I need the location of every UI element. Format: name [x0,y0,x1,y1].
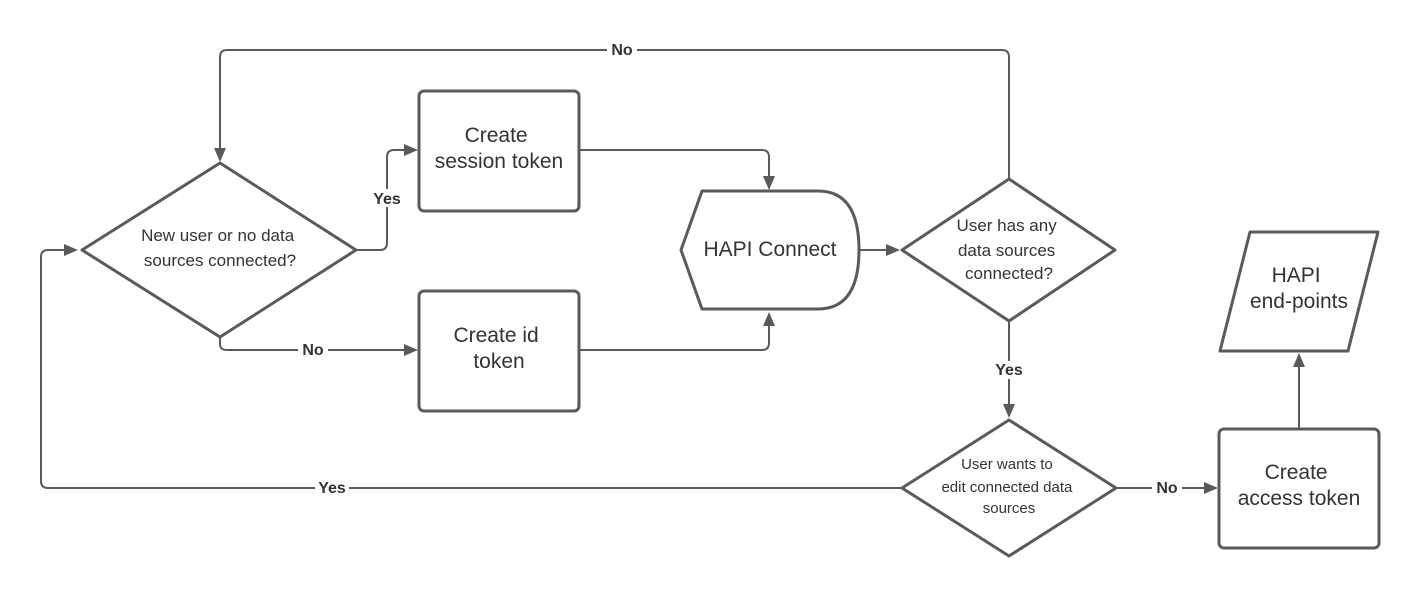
process-create-access-token: Create access token [1217,427,1381,550]
edge-label-edit-sources-no-text: No [1156,480,1178,497]
svg-text:HAPI end-points: HAPI end-points [1250,264,1348,313]
edge-label-edit-sources-no: No [1152,479,1182,497]
edge-hapi-to-has-sources-arrowhead [886,244,900,256]
decision-has-sources: User has any data sources connected? [900,177,1117,323]
edge-new-user-no-arrowhead [404,344,418,356]
hapi-endpoints-line-1: HAPI [1272,264,1321,287]
edge-access-to-endpoints-arrowhead [1293,353,1305,367]
decision-edit-sources-line-1: User wants to [961,456,1053,473]
decision-has-sources-line-1: User has any [957,216,1058,235]
create-access-token-line-1: Create [1265,461,1328,484]
svg-text:Create id token: Create id token [453,324,544,373]
edge-label-edit-sources-yes-text: Yes [318,480,346,497]
svg-text:Create access token: Create access token [1238,461,1361,510]
decision-new-user: New user or no data sources connected? [80,161,358,339]
edge-id-to-hapi [579,324,770,351]
edge-label-has-sources-yes-text: Yes [995,362,1023,379]
edge-has-sources-yes-arrowhead [1003,404,1015,418]
edge-edit-sources-yes-arrowhead [64,244,78,256]
display-hapi-connect: HAPI Connect [679,189,861,311]
process-create-id-token: Create id token [417,289,581,413]
decision-edit-sources-line-3: sources [983,500,1036,517]
data-hapi-endpoints: HAPI end-points [1218,230,1380,353]
edge-label-has-sources-no: No [607,41,637,59]
create-id-token-line-2: token [473,350,524,373]
edge-label-new-user-yes-text: Yes [373,191,401,208]
edge-label-has-sources-no-text: No [611,42,633,59]
create-session-token-line-2: session token [435,150,563,173]
decision-has-sources-line-3: connected? [965,264,1053,283]
create-session-token-line-1: Create [465,124,528,147]
svg-text:Create session token: Create session token [435,124,563,173]
decision-edit-sources-line-2: edit connected data [941,479,1073,496]
hapi-connect-line-1: HAPI Connect [703,238,836,261]
edge-has-sources-no-arrowhead [214,148,226,162]
decision-new-user-line-2: sources connected? [144,251,296,270]
process-create-session-token: Create session token [417,89,581,213]
create-access-token-line-2: access token [1238,487,1361,510]
decision-has-sources-line-2: data sources [958,241,1055,260]
decision-edit-sources: User wants to edit connected data source… [900,418,1118,558]
hapi-endpoints-line-2: end-points [1250,290,1348,313]
edge-new-user-yes-arrowhead [404,144,418,156]
edge-new-user-no [219,338,406,351]
svg-text:HAPI Connect: HAPI Connect [703,238,836,261]
edge-id-to-hapi-arrowhead [763,312,775,326]
svg-text:New user or no data sour: New user or no data sources connected? [141,226,299,270]
svg-text:User has any data source: User has any data sources connected? [957,216,1062,283]
edge-label-has-sources-yes: Yes [992,361,1026,379]
edge-label-new-user-no: No [298,341,328,359]
edge-edit-sources-yes [40,249,902,489]
edge-label-edit-sources-yes: Yes [315,479,349,497]
svg-text:User wants to edit conne: User wants to edit connected data source… [941,456,1076,517]
edge-edit-sources-no-arrowhead [1204,482,1218,494]
edge-session-to-hapi [579,149,770,178]
create-id-token-line-1: Create id [453,324,538,347]
edge-has-sources-no [219,49,1010,178]
edge-session-to-hapi-arrowhead [763,176,775,190]
edge-label-new-user-yes: Yes [370,189,404,208]
edge-label-new-user-no-text: No [302,342,324,359]
decision-new-user-line-1: New user or no data [141,226,295,245]
